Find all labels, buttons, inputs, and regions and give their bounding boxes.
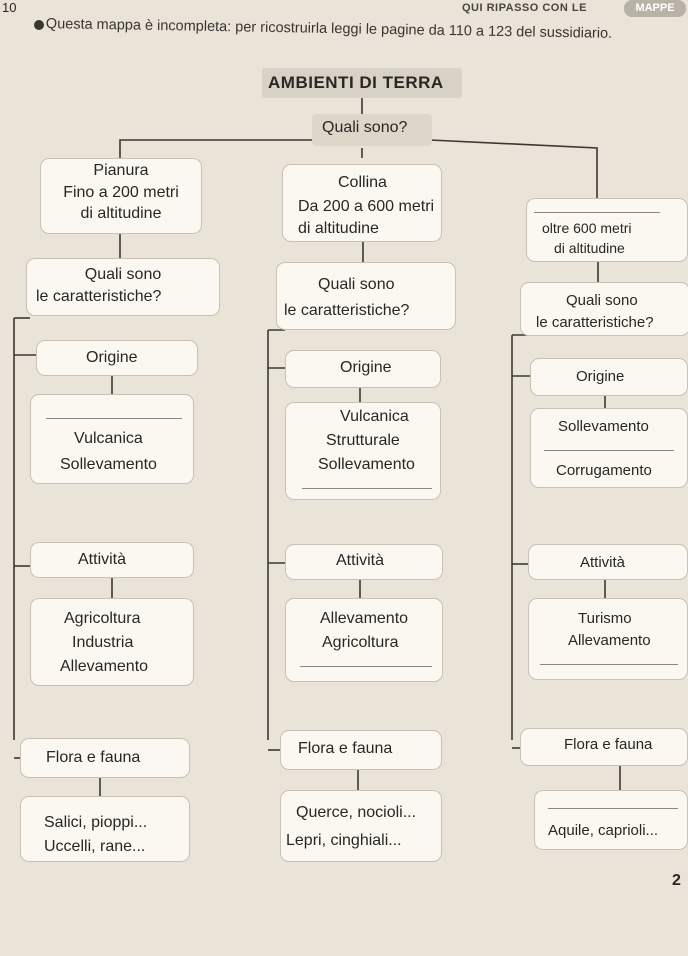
collina-origin-1: Vulcanica (340, 408, 409, 425)
collina-origin-label: Origine (340, 359, 392, 376)
pianura-activities-box (30, 598, 194, 686)
pianura-origins-box (30, 394, 194, 484)
montagna-question-line1: Quali sono (566, 292, 638, 309)
pianura-box (40, 158, 202, 234)
collina-activity-blank (300, 666, 432, 667)
map-title-bar (262, 68, 462, 98)
montagna-box (526, 198, 688, 262)
pianura-flora-box (20, 738, 190, 778)
pianura-origin-2: Sollevamento (60, 456, 157, 473)
montagna-flora-list-box (534, 790, 688, 850)
collina-question-box (276, 262, 456, 330)
montagna-origin-label: Origine (576, 368, 625, 385)
pianura-activity-1: Agricoltura (64, 610, 141, 627)
section-badge-prefix: QUI RIPASSO CON LE (462, 2, 587, 14)
montagna-question-box (520, 282, 688, 336)
montagna-flora-2: Aquile, caprioli... (548, 822, 659, 839)
pianura-flora-1: Salici, pioppi... (44, 814, 148, 831)
pianura-activity-label: Attività (78, 551, 127, 568)
bullet-icon (34, 20, 44, 30)
pianura-activity-2: Industria (72, 634, 134, 651)
collina-altitude-line1: Da 200 a 600 metri (298, 198, 435, 215)
collina-question-line1: Quali sono (318, 276, 395, 293)
pianura-question-box (26, 258, 220, 316)
collina-flora-2: Lepri, cinghiali... (286, 832, 402, 849)
question-bubble (312, 114, 432, 146)
montagna-altitude-line1: oltre 600 metri (542, 220, 632, 236)
map-title: AMBIENTI DI TERRA (268, 73, 444, 92)
collina-origins-box (285, 402, 441, 500)
pianura-origin-box (36, 340, 198, 376)
montagna-flora-box (520, 728, 688, 766)
collina-origin-3: Sollevamento (318, 456, 415, 473)
pianura-origin-blank (46, 418, 182, 419)
collina-flora-box (280, 730, 442, 770)
collina-altitude-line2: di altitudine (298, 220, 379, 237)
montagna-name-blank (534, 212, 660, 213)
collina-question-line2: le caratteristiche? (284, 302, 410, 319)
montagna-origins-box (530, 408, 688, 488)
montagna-flora-blank (548, 808, 678, 809)
page-mark: 2 (672, 872, 681, 889)
montagna-origin-box (530, 358, 688, 396)
montagna-question-line2: le caratteristiche? (536, 314, 654, 331)
montagna-altitude-line2: di altitudine (554, 240, 625, 256)
montagna-origin-blank (544, 450, 674, 451)
collina-origin-2: Strutturale (326, 432, 400, 449)
collina-activity-box (285, 544, 443, 580)
page-number: 10 (2, 0, 17, 15)
pianura-flora-label: Flora e fauna (46, 749, 141, 766)
collina-activities-box (285, 598, 443, 682)
pianura-flora-list-box (20, 796, 190, 862)
collina-activity-label: Attività (336, 552, 385, 569)
collina-activity-2: Agricoltura (322, 634, 399, 651)
pianura-flora-2: Uccelli, rane... (44, 838, 146, 855)
montagna-origin-3: Corrugamento (556, 462, 652, 479)
collina-flora-label: Flora e fauna (298, 740, 393, 757)
pianura-name: Pianura (93, 162, 149, 179)
collina-flora-1: Querce, nocioli... (296, 804, 417, 821)
collina-name: Collina (338, 174, 387, 191)
pianura-altitude-line2: di altitudine (80, 205, 162, 222)
montagna-activity-1: Turismo (578, 610, 632, 627)
collina-box (282, 164, 442, 242)
pianura-question-line2: le caratteristiche? (36, 288, 162, 305)
pianura-activity-box (30, 542, 194, 578)
collina-origin-box (285, 350, 441, 388)
pianura-origin-label: Origine (86, 349, 138, 366)
collina-flora-list-box (280, 790, 442, 862)
pianura-activity-3: Allevamento (60, 658, 149, 675)
collina-origin-blank (302, 488, 432, 489)
montagna-activity-label: Attività (580, 554, 626, 571)
montagna-flora-label: Flora e fauna (564, 736, 653, 753)
collina-activity-1: Allevamento (320, 610, 409, 627)
montagna-activity-2: Allevamento (568, 632, 651, 649)
pianura-altitude-line1: Fino a 200 metri (63, 184, 179, 201)
question-text: Quali sono? (322, 119, 408, 136)
pianura-question-line1: Quali sono (84, 266, 162, 283)
section-badge-word: MAPPE (624, 0, 686, 17)
pianura-origin-1: Vulcanica (74, 430, 143, 447)
montagna-origin-1: Sollevamento (558, 418, 649, 435)
montagna-activity-blank (540, 664, 678, 665)
